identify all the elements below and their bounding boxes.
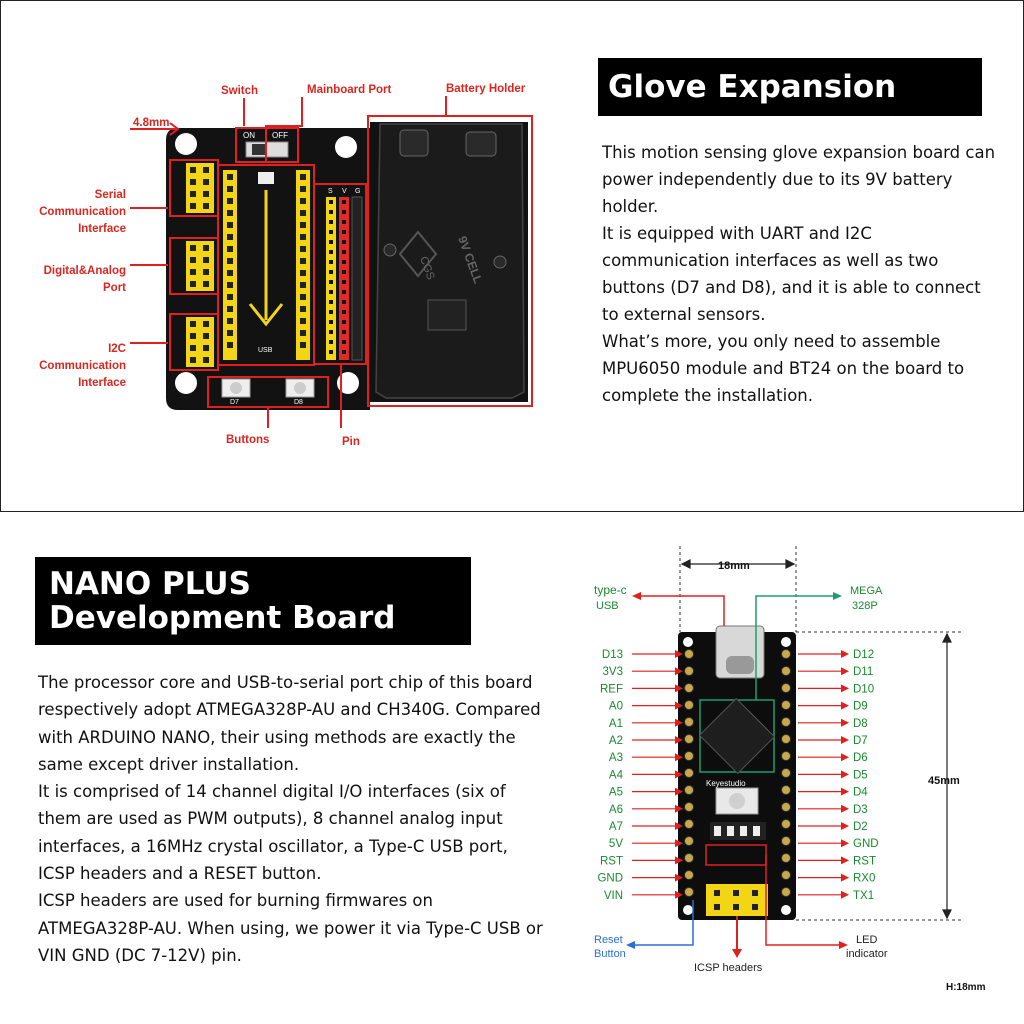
serial-interface-outline [169, 159, 219, 217]
glove-paragraph-3: What’s more, you only need to assemble M… [602, 332, 965, 405]
mount-hole-icon [175, 372, 197, 394]
pin-col-v: V [342, 188, 347, 195]
button-d7-label: D7 [230, 399, 239, 406]
mainboard-header-left [223, 170, 237, 360]
callout-i2c-2: Communication [39, 360, 126, 372]
pin-strip-g [351, 196, 363, 361]
usb-direction-arrow-icon [248, 190, 284, 327]
callout-i2c-1: I2C [108, 343, 126, 355]
callout-i2c-3: Interface [78, 377, 126, 389]
glove-description: This motion sensing glove expansion boar… [602, 139, 997, 409]
button-d7-cap-icon [230, 382, 242, 394]
callout-serial-2: Communication [39, 206, 126, 218]
pin-strip-v [339, 197, 349, 360]
callout-serial-1: Serial [95, 189, 126, 201]
i2c-interface-outline [169, 313, 219, 371]
switch-knob [252, 144, 266, 155]
mainboard-jumper [258, 172, 274, 184]
digital-analog-outline [169, 237, 219, 295]
callout-battery-holder: Battery Holder [446, 83, 526, 95]
nano-paragraph-1: The processor core and USB-to-serial por… [38, 673, 541, 774]
nano-title-line2: Development Board [49, 600, 396, 636]
battery-screw-icon [493, 255, 507, 269]
callout-da-2: Port [103, 282, 126, 294]
callout-switch: Switch [221, 85, 258, 97]
callout-buttons: Buttons [226, 434, 269, 446]
battery-terminal-icon [465, 131, 497, 157]
glove-paragraph-2: It is equipped with UART and I2C communi… [602, 224, 981, 324]
nano-paragraph-2: It is comprised of 14 channel digital I/… [38, 782, 508, 884]
callout-da-1: Digital&Analog [44, 265, 126, 277]
mainboard-header-holes [227, 174, 306, 348]
battery-logo-diamond-icon [398, 230, 438, 278]
mount-hole-icon [337, 372, 359, 394]
mount-hole-icon [175, 133, 197, 155]
mainboard-header-right [296, 170, 310, 360]
pin-strip-holes [329, 200, 346, 354]
battery-clip-icon [427, 299, 467, 331]
nano-paragraph-3: ICSP headers are used for burning firmwa… [38, 891, 543, 965]
button-d8-cap-icon [294, 382, 306, 394]
battery-holder-outline [367, 115, 533, 407]
glove-board-diagram: ON OFF USB S V G CGS 9V CELL [39, 83, 533, 448]
callout-pin: Pin [342, 436, 360, 448]
callout-line-mainboard [265, 97, 303, 163]
pin-col-g: G [355, 188, 360, 195]
battery-terminal-icon [399, 129, 429, 157]
switch-on-label: ON [243, 131, 255, 140]
battery-screw-icon [383, 243, 397, 257]
side-header-holes [190, 167, 209, 363]
glove-paragraph-1: This motion sensing glove expansion boar… [602, 143, 996, 216]
nano-title: NANO PLUS Development Board [35, 557, 471, 645]
battery-holder-body [375, 123, 525, 399]
switch-off-label: OFF [272, 131, 288, 140]
nano-description: The processor core and USB-to-serial por… [38, 669, 543, 969]
buttons-outline [207, 376, 329, 408]
mount-hole-icon [335, 136, 357, 158]
callout-mainboard-port: Mainboard Port [307, 84, 392, 96]
pin-strip-s [326, 197, 336, 360]
pin-col-s: S [328, 188, 333, 195]
callout-line-dim [130, 122, 180, 136]
callout-dim: 4.8mm [133, 117, 169, 129]
button-d8-label: D8 [294, 399, 303, 406]
callout-serial-3: Interface [78, 223, 126, 235]
glove-title: Glove Expansion Board [598, 58, 982, 163]
mainboard-usb-label: USB [258, 347, 273, 354]
nano-title-line1: NANO PLUS [49, 566, 251, 602]
